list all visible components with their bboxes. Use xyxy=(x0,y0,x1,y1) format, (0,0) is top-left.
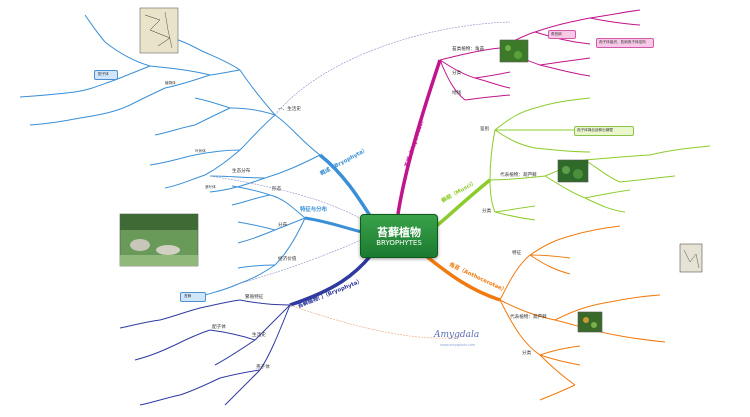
highlight-hornwort-class[interactable]: 角苔纲 xyxy=(548,30,576,39)
photo-moss-topright xyxy=(499,39,529,63)
branch-line-left xyxy=(304,216,363,234)
highlight-bryophyte[interactable]: 苔藓 xyxy=(180,292,206,302)
highlight-elater-text: 孢子体弹丝延伸出蒴壁 xyxy=(577,128,613,132)
relation-line-1 xyxy=(274,21,511,116)
relation-line-2 xyxy=(289,304,471,339)
topic-distribution[interactable]: 分布 xyxy=(278,223,288,228)
branch-line-right xyxy=(432,178,492,230)
topic-life-cycle[interactable]: 一、生活史 xyxy=(278,107,301,112)
topic-classification-r[interactable]: 分类 xyxy=(482,209,492,214)
watermark-brand: Amygdala xyxy=(434,330,480,340)
topic-marchantia[interactable]: 地钱 xyxy=(452,91,462,96)
topic-sporophyte[interactable]: 孢子体 xyxy=(256,365,270,370)
topic-features-br[interactable]: 特征 xyxy=(512,251,522,256)
subtree-bottom-left xyxy=(119,299,291,406)
branch-line-bottom-right xyxy=(424,254,501,302)
branch-label-left[interactable]: 特征与分布 xyxy=(300,207,327,213)
topic-representative-r[interactable]: 代表植物：葫芦藓 xyxy=(500,173,537,178)
central-topic-subtitle: BRYOPHYTES xyxy=(376,239,422,247)
highlight-gametophyte-text: 配子体 xyxy=(98,72,109,76)
highlight-sporophyte-structure-text: 孢子体组织，苔纲孢子体结构 xyxy=(599,40,646,44)
topic-classification-br[interactable]: 分类 xyxy=(522,351,532,356)
topic-economic-value[interactable]: 经济价值 xyxy=(278,257,297,262)
subtree-bottom-right xyxy=(499,225,666,401)
photo-moss-right xyxy=(557,159,589,183)
photo-sketch-topleft xyxy=(139,7,179,54)
relation-line-4 xyxy=(237,231,381,285)
topic-reproduction[interactable]: 繁殖特征 xyxy=(245,295,264,300)
topic-identify[interactable]: 鉴别 xyxy=(480,127,490,132)
highlight-bryophyte-text: 苔藓 xyxy=(184,294,192,298)
subtree-top-right xyxy=(439,9,641,101)
subtree-right xyxy=(489,97,711,221)
leaf-thallus[interactable]: 叶状体 xyxy=(195,149,206,153)
branch-line-top-right xyxy=(396,59,442,215)
topic-hornwort[interactable]: 苔类植物：角苔 xyxy=(452,47,485,52)
photo-sketch-right xyxy=(679,243,703,273)
topic-representative-br[interactable]: 代表植物：葫芦藓 xyxy=(510,315,547,320)
topic-classification-tr[interactable]: 分类 xyxy=(452,71,462,76)
leaf-leafy[interactable]: 茎叶体 xyxy=(205,185,216,189)
photo-moss-bottomright xyxy=(577,311,603,333)
leaf-plant-body[interactable]: 植物体 xyxy=(165,81,176,85)
highlight-elater[interactable]: 孢子体弹丝延伸出蒴壁 xyxy=(574,126,634,136)
photo-garden-left xyxy=(119,213,199,267)
central-topic[interactable]: 苔藓植物 BRYOPHYTES xyxy=(360,214,438,258)
central-topic-title: 苔藓植物 xyxy=(377,226,421,239)
topic-gametophyte[interactable]: 配子体 xyxy=(212,325,226,330)
subtree-left xyxy=(204,185,306,296)
branch-line-bottom-left xyxy=(289,252,374,307)
topic-eco-distribution[interactable]: 生态分布 xyxy=(232,169,251,174)
highlight-sporophyte-structure[interactable]: 孢子体组织，苔纲孢子体结构 xyxy=(596,38,654,48)
topic-form[interactable]: 形态 xyxy=(272,187,282,192)
highlight-hornwort-class-text: 角苔纲 xyxy=(551,32,562,36)
highlight-gametophyte[interactable]: 配子体 xyxy=(94,70,118,80)
topic-life-history[interactable]: 生活史 xyxy=(252,333,266,338)
watermark-url: www.amygdala.com xyxy=(440,343,476,347)
